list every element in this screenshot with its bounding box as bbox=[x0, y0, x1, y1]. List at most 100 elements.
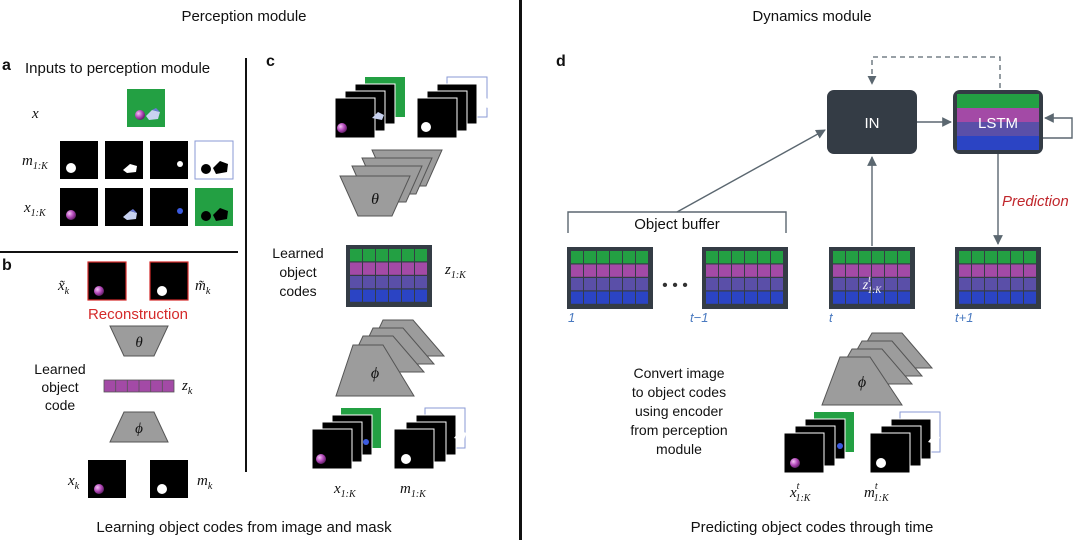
code-cell bbox=[636, 291, 648, 304]
svg-text:θ: θ bbox=[371, 191, 379, 208]
code-cell bbox=[350, 262, 362, 275]
code-cell bbox=[885, 291, 897, 304]
input-image-stack-d bbox=[783, 412, 854, 474]
x-tilde-k-label: x̃k bbox=[57, 278, 70, 297]
code-cell bbox=[732, 278, 744, 291]
code-cell bbox=[758, 251, 770, 264]
z-1k-label: z1:K bbox=[444, 262, 467, 281]
code-cell bbox=[872, 251, 884, 264]
code-cell bbox=[732, 291, 744, 304]
code-cell bbox=[972, 251, 984, 264]
input-mask-b bbox=[150, 460, 188, 498]
panel-a-x-label: x bbox=[31, 106, 39, 122]
code-cell bbox=[719, 278, 731, 291]
convert-note-line3: using encoder bbox=[635, 403, 723, 419]
code-cell bbox=[998, 291, 1010, 304]
code-cell bbox=[758, 291, 770, 304]
code-cell bbox=[389, 276, 401, 289]
reconstructed-image bbox=[87, 261, 127, 301]
code-cell bbox=[859, 264, 871, 277]
lstm-recurrent-arrow bbox=[1043, 113, 1073, 139]
m-tilde-k-label: m̃k bbox=[195, 278, 211, 297]
code-cell bbox=[833, 251, 845, 264]
code-cell bbox=[623, 278, 635, 291]
svg-text:ϕ: ϕ bbox=[858, 374, 866, 391]
code-cell bbox=[1024, 264, 1036, 277]
x-1k-label-c: x1:K bbox=[333, 481, 357, 500]
code-cell bbox=[846, 278, 858, 291]
code-cell bbox=[846, 291, 858, 304]
code-cell bbox=[1011, 251, 1023, 264]
m-1k-label-c: m1:K bbox=[400, 481, 427, 500]
svg-text:LSTM: LSTM bbox=[978, 115, 1018, 132]
code-cell bbox=[859, 291, 871, 304]
code-cell bbox=[597, 264, 609, 277]
code-cell bbox=[363, 289, 375, 302]
grid-label-t-minus-1: t−1 bbox=[690, 310, 708, 325]
code-cell bbox=[350, 289, 362, 302]
svg-text:ϕ: ϕ bbox=[371, 365, 379, 382]
code-cell bbox=[833, 278, 845, 291]
code-cell bbox=[1024, 251, 1036, 264]
learned-object-codes-line2: object bbox=[279, 264, 316, 280]
feedback-dashed-arrow bbox=[867, 56, 1001, 88]
code-cell bbox=[363, 276, 375, 289]
code-cell bbox=[758, 264, 770, 277]
convert-note-line5: module bbox=[656, 441, 702, 457]
code-cell bbox=[846, 251, 858, 264]
input-image-x bbox=[127, 89, 165, 127]
code-cell bbox=[597, 251, 609, 264]
object-codes-grid-t-minus-1 bbox=[702, 247, 788, 309]
code-cell bbox=[719, 264, 731, 277]
code-cell bbox=[745, 278, 757, 291]
z-k-label: zk bbox=[181, 378, 193, 397]
code-cell bbox=[376, 249, 388, 262]
code-cell bbox=[610, 264, 622, 277]
code-cell bbox=[636, 278, 648, 291]
code-cell bbox=[363, 262, 375, 275]
perception-caption: Learning object codes from image and mas… bbox=[96, 519, 392, 536]
code-cell bbox=[597, 278, 609, 291]
code-cell bbox=[846, 264, 858, 277]
input-mask-stack-c bbox=[393, 407, 466, 470]
module-divider bbox=[519, 0, 522, 540]
object-codes-grid-t-plus-1 bbox=[955, 247, 1041, 309]
reconstructed-mask bbox=[149, 261, 189, 301]
buffer-ellipsis: • • • bbox=[662, 277, 688, 294]
code-cell bbox=[376, 262, 388, 275]
reconstruction-image-stack bbox=[334, 77, 405, 139]
code-cell bbox=[610, 251, 622, 264]
lstm-box: LSTM bbox=[953, 90, 1043, 154]
code-cell bbox=[636, 264, 648, 277]
code-cell bbox=[719, 291, 731, 304]
encoder-phi-b: ϕ bbox=[109, 411, 169, 443]
code-cell bbox=[623, 291, 635, 304]
code-cell bbox=[571, 251, 583, 264]
code-cell bbox=[771, 264, 783, 277]
code-cell bbox=[376, 276, 388, 289]
decoder-theta-b: θ bbox=[109, 325, 169, 357]
code-cell bbox=[758, 278, 770, 291]
convert-note-line4: from perception bbox=[630, 422, 727, 438]
grid-label-1: 1 bbox=[568, 310, 575, 325]
object-image-row bbox=[60, 188, 233, 226]
code-cell bbox=[872, 264, 884, 277]
code-cell bbox=[402, 249, 414, 262]
code-cell bbox=[885, 278, 897, 291]
code-cell bbox=[985, 251, 997, 264]
buffer-to-in-arrow bbox=[676, 129, 826, 213]
code-cell bbox=[623, 264, 635, 277]
code-cell bbox=[745, 291, 757, 304]
code-cell bbox=[584, 251, 596, 264]
grid-label-t: t bbox=[829, 310, 834, 325]
code-cell bbox=[402, 289, 414, 302]
code-cell bbox=[415, 249, 427, 262]
code-cell bbox=[771, 251, 783, 264]
code-cell bbox=[415, 276, 427, 289]
svg-text:θ: θ bbox=[135, 335, 143, 351]
code-cell bbox=[597, 291, 609, 304]
code-cell bbox=[571, 264, 583, 277]
code-cell bbox=[833, 264, 845, 277]
